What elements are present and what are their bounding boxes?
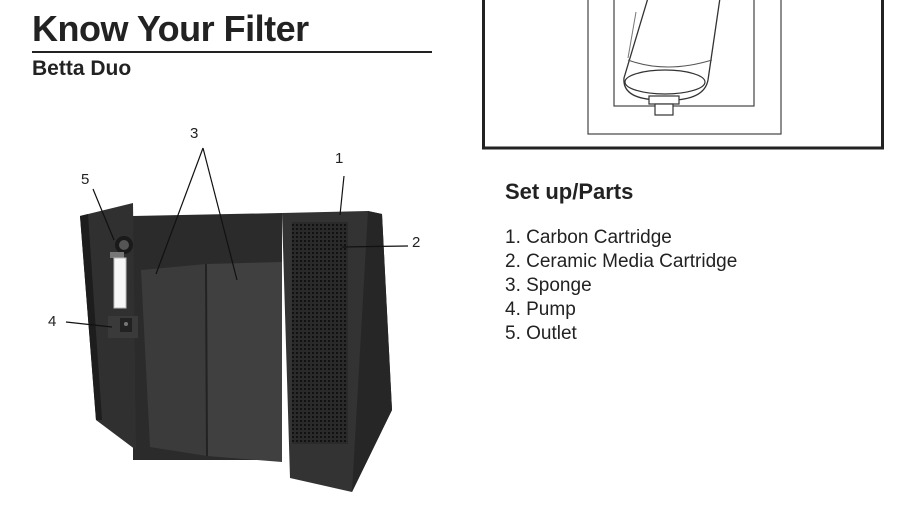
parts-list: 1. Carbon Cartridge 2. Ceramic Media Car… — [505, 226, 737, 346]
sponge-left — [141, 264, 207, 456]
cartridge-inset-diagram — [482, 0, 884, 150]
page-title: Know Your Filter — [32, 8, 309, 49]
callout-5: 5 — [81, 171, 89, 188]
title-divider — [32, 51, 432, 53]
callout-1: 1 — [335, 150, 343, 167]
list-item: 2. Ceramic Media Cartridge — [505, 251, 738, 272]
list-item: 3. Sponge — [505, 275, 592, 296]
callout-2: 2 — [412, 234, 420, 251]
callout-4: 4 — [48, 313, 56, 330]
outlet-icon — [110, 236, 133, 309]
list-item: 1. Carbon Cartridge — [505, 227, 672, 248]
callout-3: 3 — [190, 125, 198, 142]
pump-icon — [108, 316, 138, 338]
list-item: 4. Pump — [505, 299, 576, 320]
filter-diagram: 1 2 3 4 5 — [48, 125, 420, 492]
page-subtitle: Betta Duo — [32, 57, 132, 80]
parts-heading: Set up/Parts — [505, 179, 634, 204]
carbon-cartridge-mesh — [292, 222, 348, 444]
sponge-right — [206, 262, 282, 462]
list-item: 5. Outlet — [505, 323, 577, 344]
